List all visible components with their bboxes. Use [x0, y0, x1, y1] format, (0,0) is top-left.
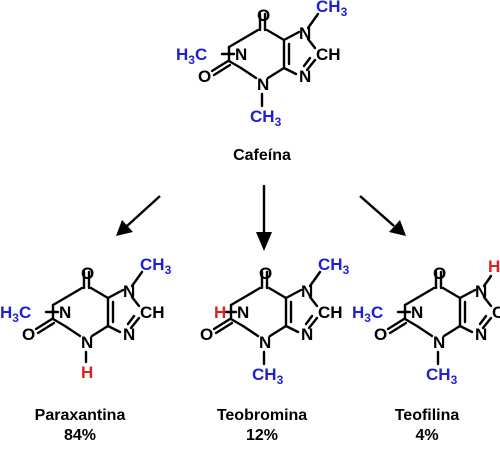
arrowhead-teobromina — [256, 232, 272, 251]
arrowhead-paraxantina — [116, 220, 133, 236]
percent-paraxantina: 84% — [64, 427, 96, 444]
nitrogen-1: N — [235, 45, 247, 64]
hydrogen-n3: H — [81, 363, 93, 382]
molecule-teofilina: OONNNNCHH3CHCH3 — [352, 257, 500, 387]
methyl-n7: CH3 — [316, 0, 348, 19]
nitrogen-9: N — [475, 325, 487, 344]
methyl-n7: CH3 — [318, 255, 350, 277]
arrowhead-teofilina — [389, 220, 406, 236]
methyl-n3: CH3 — [426, 365, 458, 387]
oxygen-2: O — [198, 67, 211, 86]
caption-teofilina: Teofilina — [395, 407, 460, 424]
methyl-n1: H3C — [352, 303, 383, 325]
arrows — [116, 185, 406, 251]
percent-teofilina: 4% — [415, 427, 438, 444]
oxygen-2: O — [374, 325, 387, 344]
nitrogen-3: N — [433, 333, 445, 352]
hydrogen-n7: H — [488, 257, 500, 276]
oxygen-2: O — [200, 325, 213, 344]
arrow-to-paraxantina — [126, 195, 161, 227]
nitrogen-9: N — [301, 325, 313, 344]
nitrogen-9: N — [299, 67, 311, 86]
nitrogen-3: N — [81, 333, 93, 352]
caption-cafeina: Cafeína — [233, 147, 291, 164]
ch-8: CH — [318, 303, 343, 322]
methyl-n1: H3C — [0, 303, 31, 325]
oxygen-6: O — [259, 264, 272, 283]
nitrogen-3: N — [257, 75, 269, 94]
nitrogen-1: N — [411, 303, 423, 322]
percent-teobromina: 12% — [246, 427, 278, 444]
methyl-n7: CH3 — [140, 255, 172, 277]
arrow-to-teofilina — [359, 195, 395, 227]
oxygen-6: O — [81, 264, 94, 283]
methyl-n1: H3C — [176, 45, 207, 67]
ch-8: CH — [140, 303, 165, 322]
methyl-n3: CH3 — [252, 365, 284, 387]
nitrogen-1: N — [237, 303, 249, 322]
oxygen-6: O — [257, 6, 270, 25]
hydrogen-n1: H — [214, 303, 226, 322]
oxygen-2: O — [22, 325, 35, 344]
nitrogen-3: N — [259, 333, 271, 352]
ch-8: CH — [492, 303, 500, 322]
oxygen-6: O — [433, 264, 446, 283]
nitrogen-9: N — [123, 325, 135, 344]
caption-teobromina: Teobromina — [217, 407, 307, 424]
caption-paraxantina: Paraxantina — [35, 407, 126, 424]
methyl-n3: CH3 — [250, 107, 282, 129]
molecule-layer: OONNNNCHH3CCH3CH3OONNNNCHH3CCH3HOONNNNCH… — [0, 0, 500, 387]
nitrogen-1: N — [59, 303, 71, 322]
ch-8: CH — [316, 45, 341, 64]
